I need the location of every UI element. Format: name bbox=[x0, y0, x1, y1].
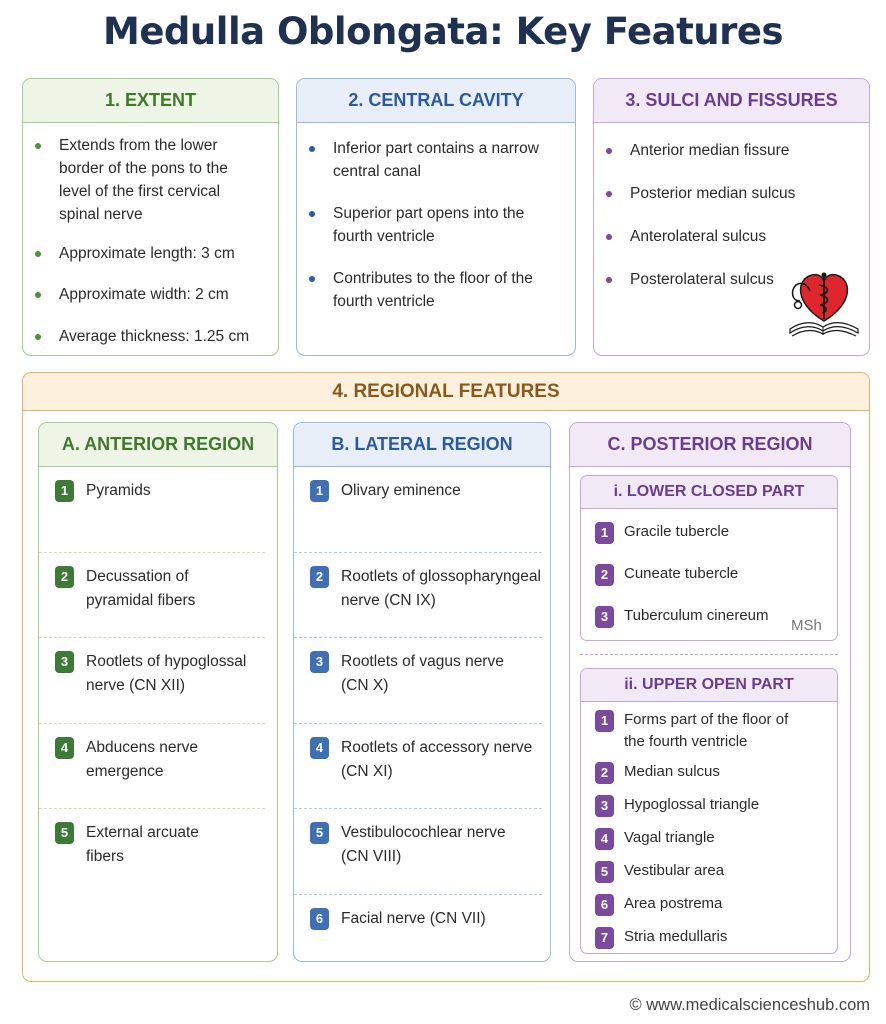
number-badge: 1 bbox=[55, 480, 74, 502]
list-item-text: Rootlets of glossopharyngeal nerve (CN I… bbox=[341, 567, 541, 609]
number-badge: 2 bbox=[595, 564, 614, 586]
list-item: 4 Abducens nerve emergence bbox=[39, 724, 265, 809]
sulci-item: Posterolateral sulcus bbox=[606, 268, 855, 291]
number-badge: 7 bbox=[595, 927, 614, 949]
list-item: 2 Rootlets of glossopharyngeal nerve (CN … bbox=[294, 553, 542, 638]
list-item-text: Stria medullaris bbox=[624, 928, 728, 945]
sulci-item: Anterolateral sulcus bbox=[606, 225, 855, 248]
copyright-footer: © www.medicalscienceshub.com bbox=[629, 996, 871, 1014]
central-cavity-heading: 2. CENTRAL CAVITY bbox=[297, 79, 575, 123]
number-badge: 4 bbox=[595, 828, 614, 850]
number-badge: 2 bbox=[595, 762, 614, 784]
list-item: 7 Stria medullaris bbox=[581, 926, 827, 949]
list-item: 6 Area postrema bbox=[581, 893, 827, 916]
extent-heading: 1. EXTENT bbox=[23, 79, 278, 123]
number-badge: 5 bbox=[310, 822, 329, 844]
list-item-text: Area postrema bbox=[624, 895, 723, 912]
list-item: 1 Pyramids bbox=[39, 467, 265, 553]
list-item-text: Vestibulocochlear nerve (CN VIII) bbox=[341, 824, 506, 865]
number-badge: 1 bbox=[595, 522, 614, 544]
central-cavity-item: Inferior part contains a narrow central … bbox=[309, 137, 545, 183]
number-badge: 6 bbox=[310, 907, 329, 930]
regional-features-heading: 4. REGIONAL FEATURES bbox=[23, 373, 869, 411]
list-item: 3 Rootlets of hypoglossal nerve (CN XII) bbox=[39, 638, 265, 724]
number-badge: 5 bbox=[55, 822, 74, 844]
upper-open-part-box: ii. UPPER OPEN PART 1 Forms part of the f… bbox=[580, 668, 838, 954]
number-badge: 2 bbox=[55, 565, 74, 588]
number-badge: 3 bbox=[310, 651, 329, 673]
list-item-text: Decussation of pyramidal fibers bbox=[86, 567, 196, 609]
number-badge: 1 bbox=[310, 480, 329, 502]
sulci-card: 3. SULCI AND FISSURES Anterior median fi… bbox=[593, 78, 870, 356]
lateral-region-heading: B. LATERAL REGION bbox=[294, 423, 550, 467]
extent-card: 1. EXTENT Extends from the lower border … bbox=[22, 78, 279, 356]
list-item-text: Facial nerve (CN VII) bbox=[341, 909, 486, 927]
regional-features-section: 4. REGIONAL FEATURES bbox=[22, 372, 870, 982]
list-item-text: Rootlets of accessory nerve (CN XI) bbox=[341, 738, 533, 780]
list-item: 1 Forms part of the floor of the fourth v… bbox=[581, 709, 827, 753]
list-item-text: Hypoglossal triangle bbox=[624, 796, 760, 813]
list-item: 5 Vestibular area bbox=[581, 860, 827, 883]
number-badge: 3 bbox=[55, 651, 74, 673]
heart-stethoscope-book-logo-icon bbox=[789, 272, 859, 337]
anterior-region-card: A. ANTERIOR REGION 1 Pyramids 2 Decussatio… bbox=[38, 422, 278, 962]
list-item: 5 External arcuate fibers bbox=[39, 809, 265, 895]
number-badge: 5 bbox=[595, 861, 614, 883]
posterior-region-heading: C. POSTERIOR REGION bbox=[570, 423, 850, 467]
central-cavity-card: 2. CENTRAL CAVITY Inferior part contains… bbox=[296, 78, 576, 356]
list-item-text: Median sulcus bbox=[624, 763, 720, 780]
sulci-item: Anterior median fissure bbox=[606, 139, 855, 162]
list-item-text: Forms part of the floor of the fourth ve… bbox=[624, 711, 789, 750]
list-item-text: Rootlets of vagus nerve (CN X) bbox=[341, 653, 504, 694]
sulci-item: Posterior median sulcus bbox=[606, 182, 855, 205]
extent-item: Approximate width: 2 cm bbox=[35, 283, 264, 306]
extent-item: Approximate length: 3 cm bbox=[35, 242, 264, 265]
list-item-text: Gracile tubercle bbox=[624, 523, 730, 540]
list-item: 3 Rootlets of vagus nerve (CN X) bbox=[294, 638, 542, 724]
number-badge: 1 bbox=[595, 710, 614, 732]
list-item-text: Pyramids bbox=[86, 482, 151, 499]
list-item-text: Abducens nerve emergence bbox=[86, 738, 199, 780]
list-item-text: Tuberculum cinereum bbox=[624, 607, 769, 624]
number-badge: 6 bbox=[595, 894, 614, 916]
lower-closed-part-heading: i. LOWER CLOSED PART bbox=[581, 476, 837, 509]
extent-item: Average thickness: 1.25 cm bbox=[35, 325, 264, 348]
extent-item: Extends from the lower border of the pon… bbox=[35, 134, 264, 226]
central-cavity-item: Superior part opens into the fourth vent… bbox=[309, 202, 545, 248]
sulci-heading: 3. SULCI AND FISSURES bbox=[594, 79, 869, 123]
list-item: 3 Hypoglossal triangle bbox=[581, 794, 827, 817]
list-item: 6 Facial nerve (CN VII) bbox=[294, 895, 542, 962]
number-badge: 2 bbox=[310, 565, 329, 588]
watermark-text: MSh bbox=[791, 617, 822, 634]
list-item: 2 Cuneate tubercle bbox=[581, 563, 837, 586]
list-item: 4 Rootlets of accessory nerve (CN XI) bbox=[294, 724, 542, 809]
central-cavity-item: Contributes to the floor of the fourth v… bbox=[309, 267, 545, 313]
list-item: 4 Vagal triangle bbox=[581, 827, 827, 850]
list-item-text: Rootlets of hypoglossal nerve (CN XII) bbox=[86, 653, 247, 694]
number-badge: 4 bbox=[310, 736, 329, 759]
divider bbox=[580, 654, 838, 655]
list-item: 2 Decussation of pyramidal fibers bbox=[39, 553, 265, 638]
number-badge: 3 bbox=[595, 795, 614, 817]
number-badge: 3 bbox=[595, 606, 614, 628]
list-item-text: External arcuate fibers bbox=[86, 824, 199, 865]
list-item: 1 Gracile tubercle bbox=[581, 521, 837, 544]
list-item: 3 Tuberculum cinereum bbox=[581, 605, 837, 628]
page-title: Medulla Oblongata: Key Features bbox=[103, 10, 783, 53]
list-item-text: Vestibular area bbox=[624, 862, 725, 879]
number-badge: 4 bbox=[55, 736, 74, 759]
list-item-text: Vagal triangle bbox=[624, 829, 715, 846]
list-item: 2 Median sulcus bbox=[581, 761, 827, 784]
lower-closed-part-box: i. LOWER CLOSED PART 1 Gracile tubercle 2… bbox=[580, 475, 838, 641]
list-item-text: Olivary eminence bbox=[341, 482, 461, 499]
list-item-text: Cuneate tubercle bbox=[624, 565, 739, 582]
list-item: 1 Olivary eminence bbox=[294, 467, 542, 553]
list-item: 5 Vestibulocochlear nerve (CN VIII) bbox=[294, 809, 542, 895]
posterior-region-card: C. POSTERIOR REGION i. LOWER CLOSED PART… bbox=[569, 422, 851, 962]
upper-open-part-heading: ii. UPPER OPEN PART bbox=[581, 669, 837, 702]
anterior-region-heading: A. ANTERIOR REGION bbox=[39, 423, 277, 467]
